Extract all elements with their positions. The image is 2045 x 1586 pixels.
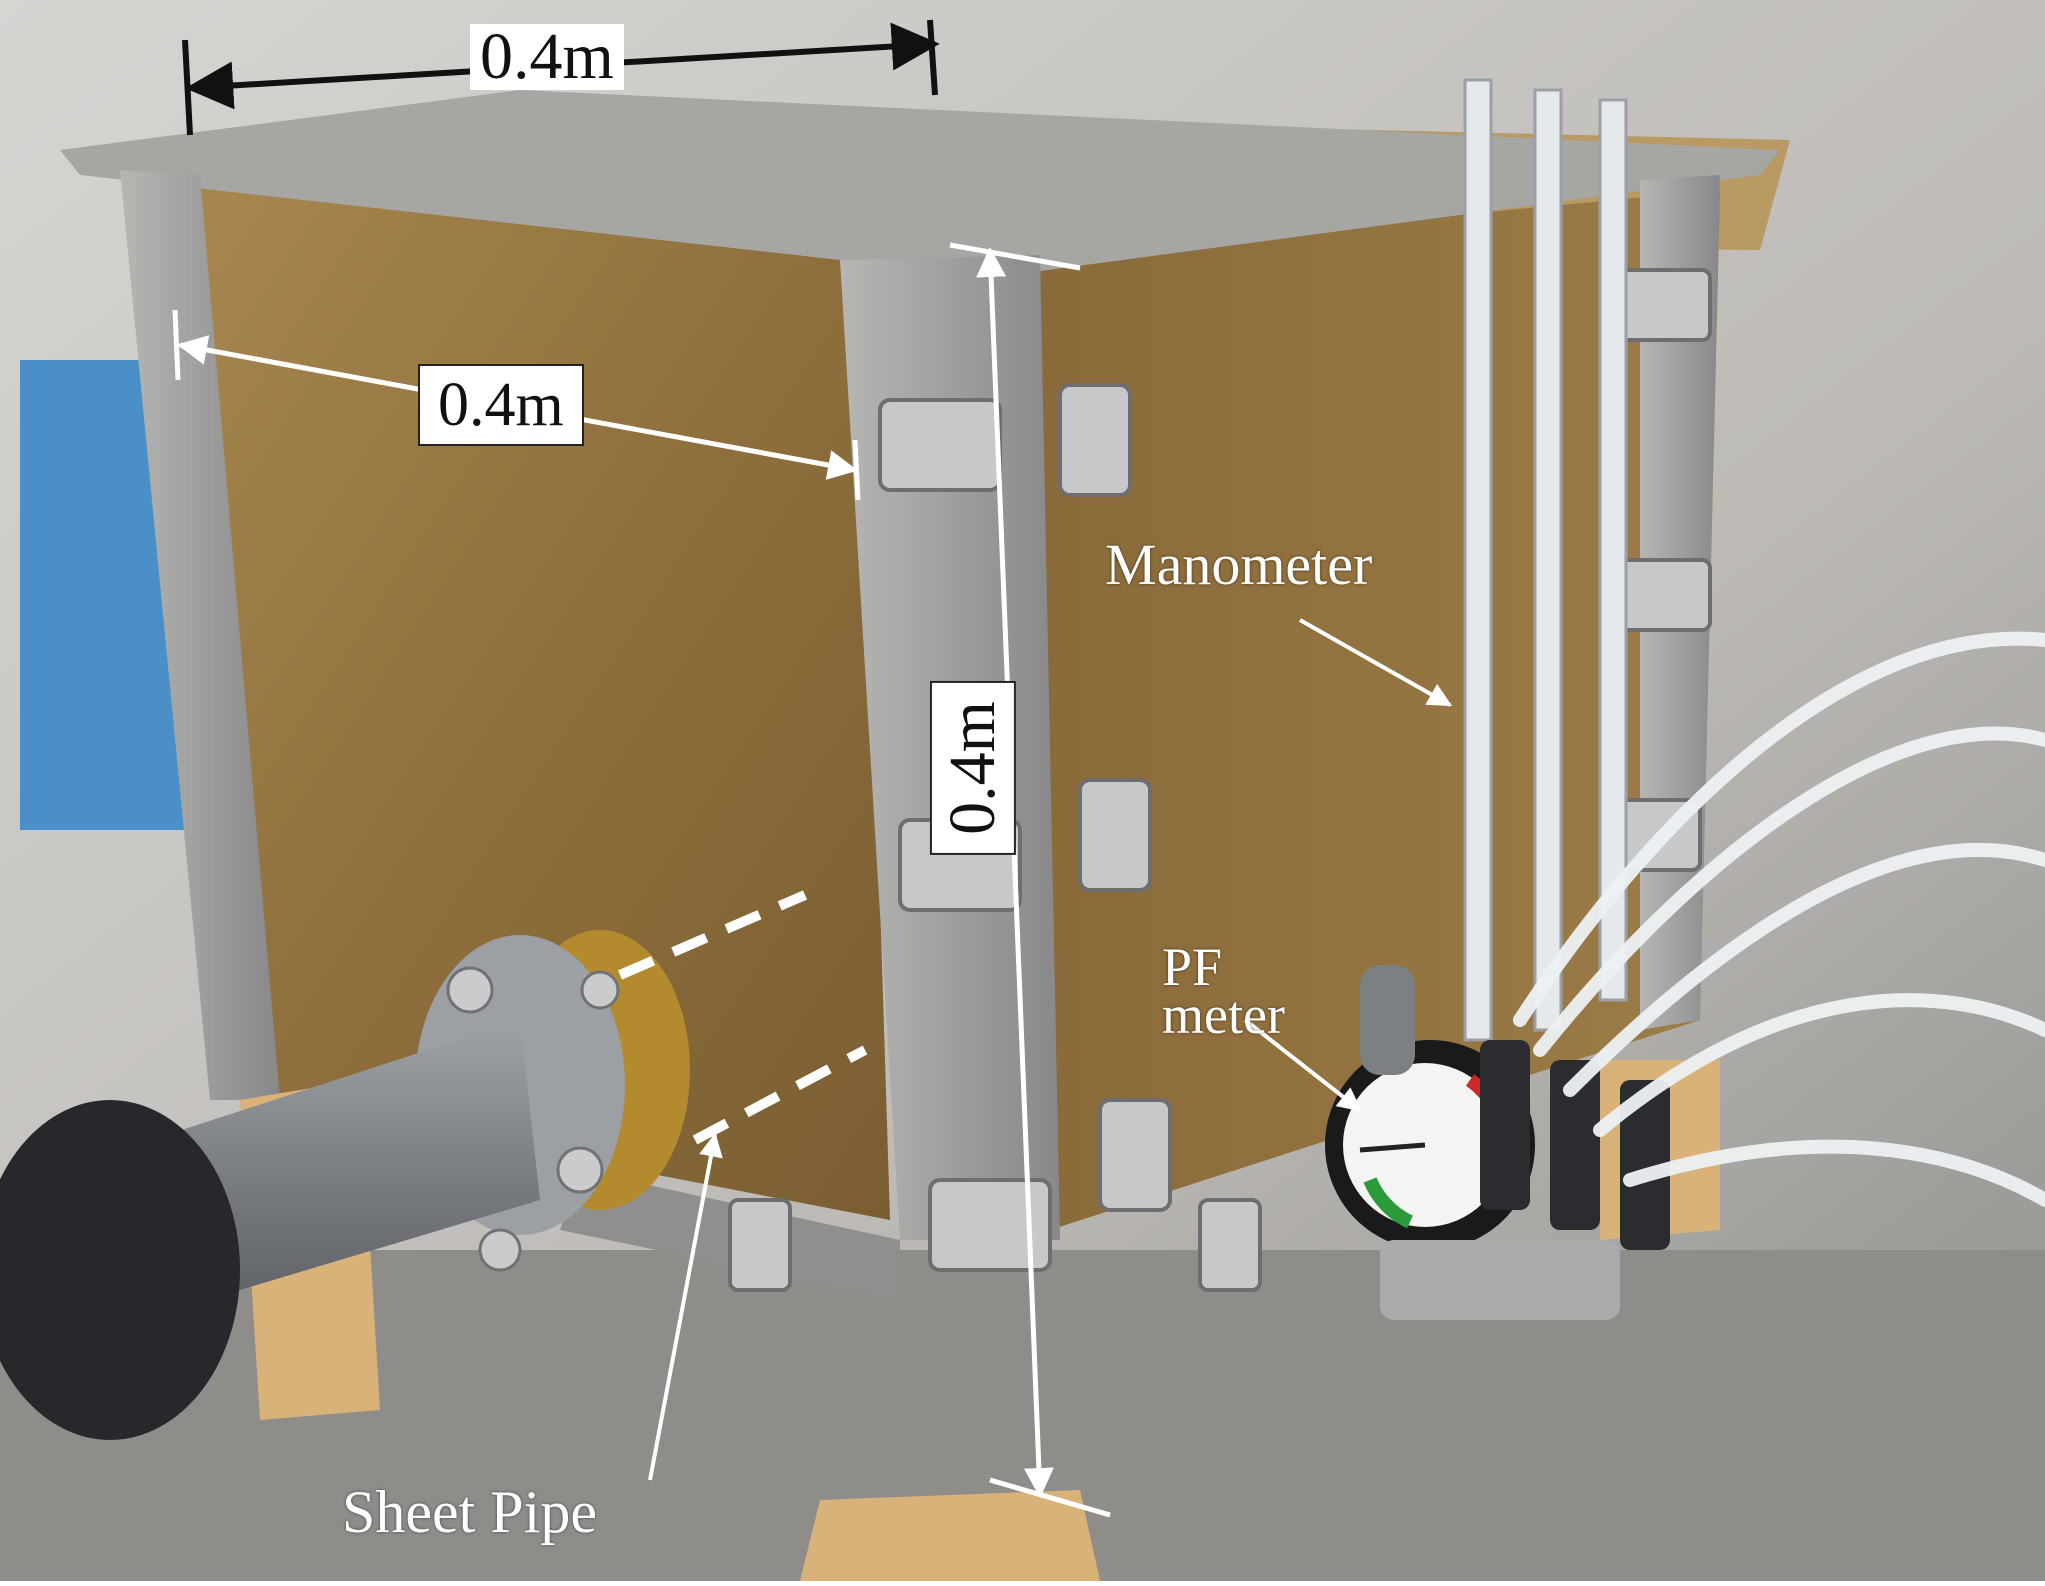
valve-manifold xyxy=(1380,1040,1670,1320)
flange-bolts xyxy=(446,966,620,1272)
dimension-tick-height-top xyxy=(949,242,1081,271)
dimension-tick-left-end xyxy=(852,439,861,501)
dimension-tick-height-bottom xyxy=(989,1477,1111,1518)
label-pf-meter-line1: PF xyxy=(1162,937,1223,997)
top-rim xyxy=(60,90,1780,275)
label-manometer: Manometer xyxy=(1105,532,1373,597)
sheet-pipe-pointer xyxy=(648,1132,723,1481)
dimension-tick-left-start xyxy=(172,309,181,381)
wood-block-bottom xyxy=(800,1490,1100,1581)
gauge-cap xyxy=(1360,965,1415,1075)
dimension-tick-top-left xyxy=(182,39,193,136)
dimension-arrow-height xyxy=(976,247,1054,1498)
pf-meter-pointer xyxy=(1243,1018,1362,1112)
label-sheet-pipe: Sheet Pipe xyxy=(342,1479,597,1545)
pipe-extension-dash-upper xyxy=(618,890,807,980)
pipe-union xyxy=(0,1100,240,1440)
pipe-extension-dash-lower xyxy=(692,1045,868,1145)
label-top-width: 0.4m xyxy=(470,24,624,90)
manometer-pointer xyxy=(1299,618,1453,707)
manometer-tubes xyxy=(1463,78,1628,1042)
frame-post-left xyxy=(120,170,280,1100)
gauge-needle xyxy=(1359,1142,1426,1153)
gauge-green-arc xyxy=(1363,1177,1414,1229)
label-height: 0.4m xyxy=(929,681,1016,855)
label-pf-meter-line2: meter xyxy=(1162,985,1285,1045)
label-left-width: 0.4m xyxy=(418,364,584,446)
clear-tubing xyxy=(1513,631,2045,1207)
dimension-tick-top-right xyxy=(927,19,938,96)
